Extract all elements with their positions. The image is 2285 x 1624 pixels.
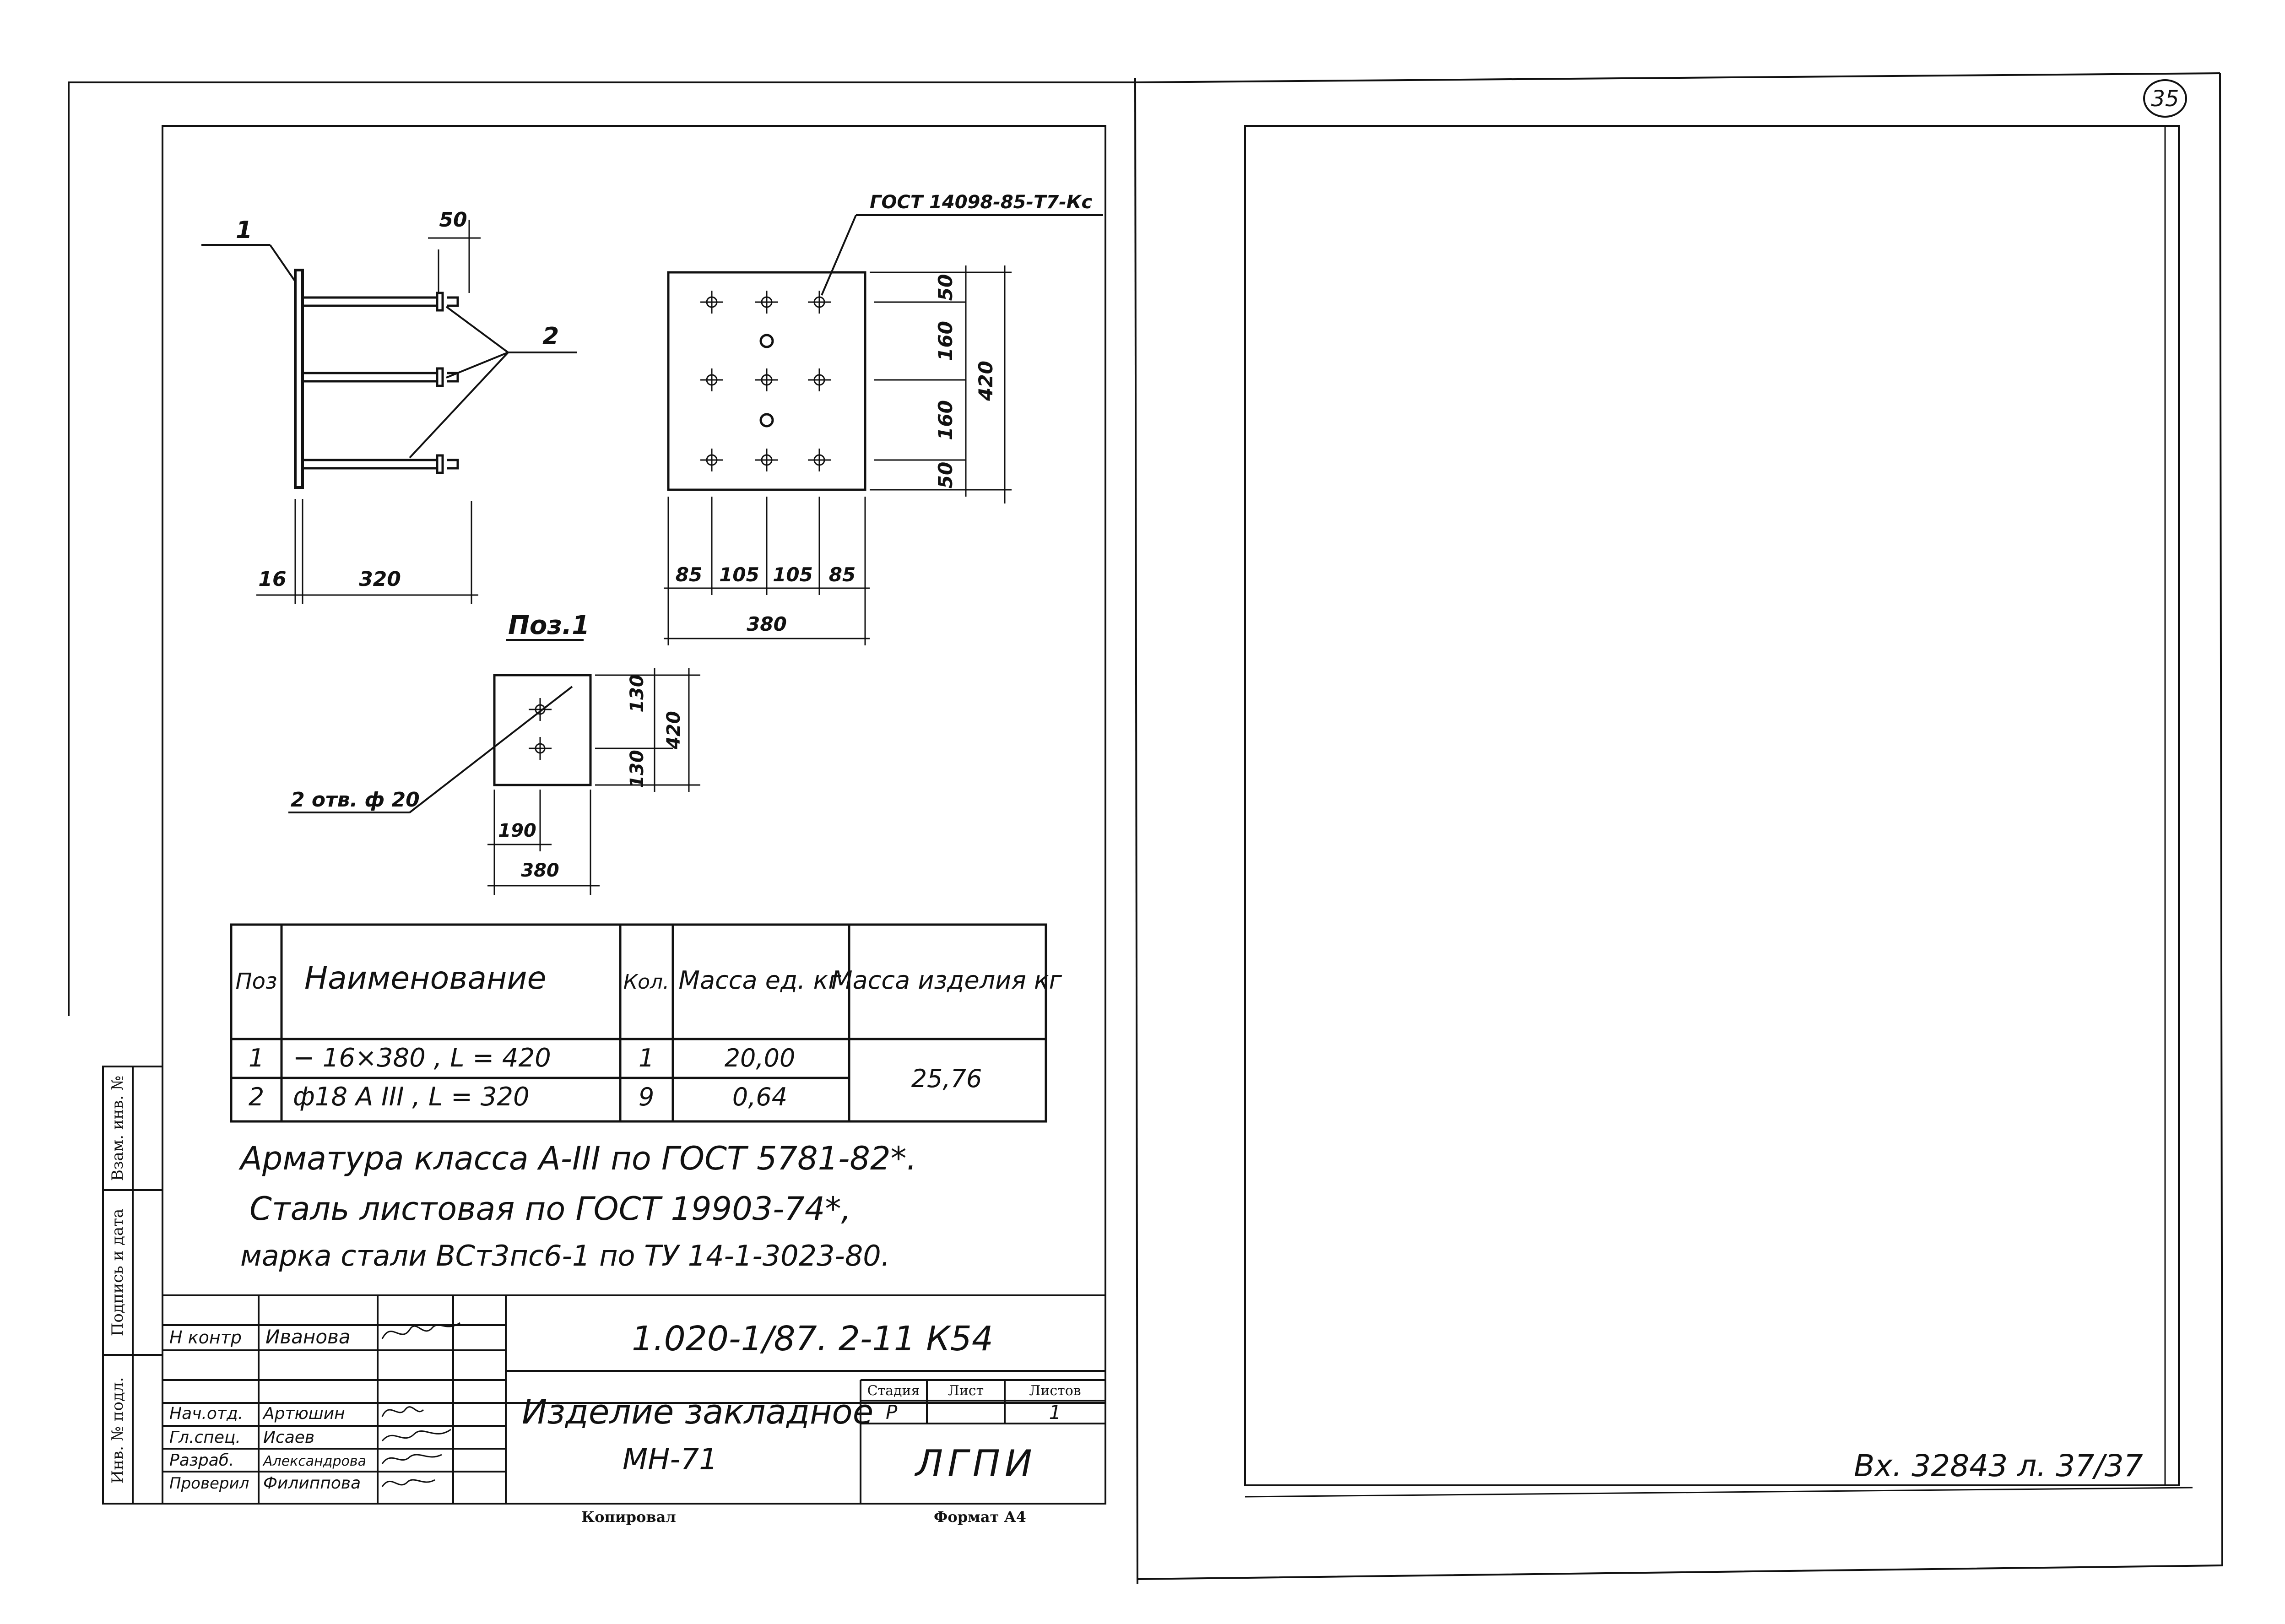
- signature-2: [381, 1406, 424, 1417]
- pos1-dim-420: 420: [663, 711, 684, 750]
- pos1-dim-190: 190: [498, 820, 536, 841]
- role-3-name: Исаев: [263, 1428, 314, 1447]
- sheets-value: 1: [1049, 1401, 1061, 1424]
- row1-name: − 16×380 , L = 420: [293, 1043, 551, 1073]
- plate-dims-right: 50 160 160 50 420: [934, 274, 997, 488]
- sheet-header: Лист: [948, 1383, 984, 1399]
- pos1-dim-130a: 130: [627, 674, 648, 713]
- side-stamp: Инв. № подл. Подпись и дата Взам. инв. №: [102, 1066, 163, 1505]
- signature-5: [381, 1479, 435, 1487]
- row1-qty: 1: [639, 1044, 654, 1072]
- plate-dim-380: 380: [747, 613, 787, 635]
- plate-dim-160a: 160: [934, 321, 957, 361]
- plate-dim-160b: 160: [934, 400, 957, 440]
- sheet-borders: [68, 72, 2224, 1584]
- gost-label: ГОСТ 14098-85-Т7-Кс: [870, 192, 1093, 213]
- header-unit-mass: Масса ед. кг: [678, 966, 841, 995]
- plate-outline: [667, 271, 866, 491]
- total-mass: 25,76: [911, 1064, 982, 1093]
- header-item-mass: Масса изделия кг: [831, 966, 1062, 995]
- row2-qty: 9: [639, 1083, 654, 1111]
- spec-table: Поз Наименование Кол. Масса ед. кг Масса…: [230, 923, 1062, 1123]
- side-stamp-replace: Взам. инв. №: [108, 1076, 127, 1181]
- row1-pos: 1: [249, 1044, 264, 1072]
- signature-3: [381, 1429, 451, 1441]
- side-plate: [294, 269, 304, 489]
- role-5: Проверил: [169, 1474, 249, 1493]
- header-pos: Поз: [236, 969, 277, 994]
- doc-code: 1.020-1/87. 2-11 К54: [632, 1319, 993, 1359]
- note-3: марка стали ВСт3пс6-1 по ТУ 14-1-3023-80…: [240, 1239, 890, 1272]
- header-name: Наименование: [304, 960, 546, 996]
- title-line1: Изделие закладное: [522, 1392, 873, 1432]
- role-3: Гл.спец.: [169, 1428, 241, 1447]
- plate-dim-105a: 105: [719, 563, 759, 586]
- signature-4: [381, 1454, 442, 1464]
- side-view: 1 50 2 16 320: [201, 208, 577, 604]
- callout-2: 2: [542, 323, 559, 350]
- row2-name: ф18 A III , L = 320: [293, 1082, 530, 1112]
- pos1-title: Поз.1: [508, 611, 590, 640]
- plate-dim-50b: 50: [934, 462, 957, 488]
- organization: ЛГПИ: [914, 1442, 1037, 1485]
- plate-dim-50a: 50: [934, 274, 957, 301]
- dim-320: 320: [359, 568, 401, 591]
- role-4-name: Александрова: [262, 1453, 366, 1469]
- role-2: Нач.отд.: [169, 1404, 243, 1423]
- notes: Арматура класса A-III по ГОСТ 5781-82*. …: [238, 1140, 917, 1272]
- dim-16: 16: [258, 568, 286, 591]
- callout-1: 1: [236, 217, 252, 244]
- title-block: 1.020-1/87. 2-11 К54 Изделие закладное М…: [162, 1294, 1105, 1526]
- plate-dim-85b: 85: [829, 563, 856, 586]
- role-4: Разраб.: [169, 1451, 234, 1470]
- signatures: [381, 1322, 460, 1487]
- holes-label: 2 отв. ф 20: [291, 788, 420, 812]
- title-line2: МН-71: [623, 1443, 718, 1477]
- side-stamp-inv: Инв. № подл.: [108, 1377, 127, 1484]
- note-1: Арматура класса A-III по ГОСТ 5781-82*.: [238, 1140, 917, 1177]
- incoming-stamp: Вх. 32843 л. 37/37: [1854, 1448, 2143, 1483]
- role-1: Н контр: [169, 1327, 242, 1348]
- role-2-name: Артюшин: [262, 1404, 345, 1423]
- stage-value: Р: [886, 1401, 898, 1424]
- pos1-plate: [493, 674, 592, 786]
- plate-view: ГОСТ 14098-85-Т7-Кс 50 160 160 50 420: [664, 192, 1103, 645]
- role-1-name: Иванова: [265, 1326, 351, 1348]
- sheet-number: 35: [2151, 86, 2179, 112]
- note-2: Сталь листовая по ГОСТ 19903-74*,: [249, 1190, 851, 1228]
- plate-dim-105b: 105: [773, 563, 813, 586]
- dim-50-top: 50: [439, 208, 467, 232]
- plate-anchor-holes: [700, 291, 831, 471]
- role-5-name: Филиппова: [263, 1474, 361, 1493]
- row2-pos: 2: [249, 1083, 264, 1111]
- plate-dim-420: 420: [975, 361, 997, 401]
- plate-dims-bottom: 85 105 105 85 380: [676, 563, 856, 635]
- row2-unit-mass: 0,64: [732, 1083, 787, 1111]
- format-label: Формат А4: [934, 1508, 1026, 1526]
- sheets-header: Листов: [1029, 1383, 1081, 1399]
- header-qty: Кол.: [623, 970, 669, 994]
- sheet-number-badge: 35: [2143, 79, 2187, 118]
- pos1-dim-130b: 130: [627, 750, 648, 788]
- row1-unit-mass: 20,00: [725, 1044, 796, 1072]
- signature-1: [381, 1322, 460, 1339]
- plate-dim-85a: 85: [676, 563, 702, 586]
- pos1-dim-380: 380: [521, 860, 559, 881]
- pos1-detail: Поз.1 130 130 420 2 отв. ф 20: [288, 611, 700, 895]
- side-stamp-sign: Подпись и дата: [108, 1209, 127, 1337]
- title-block-roles: Н контр Иванова Нач.отд. Артюшин Гл.спец…: [169, 1326, 366, 1493]
- stage-header: Стадия: [867, 1383, 920, 1399]
- copied-label: Копировал: [581, 1508, 676, 1526]
